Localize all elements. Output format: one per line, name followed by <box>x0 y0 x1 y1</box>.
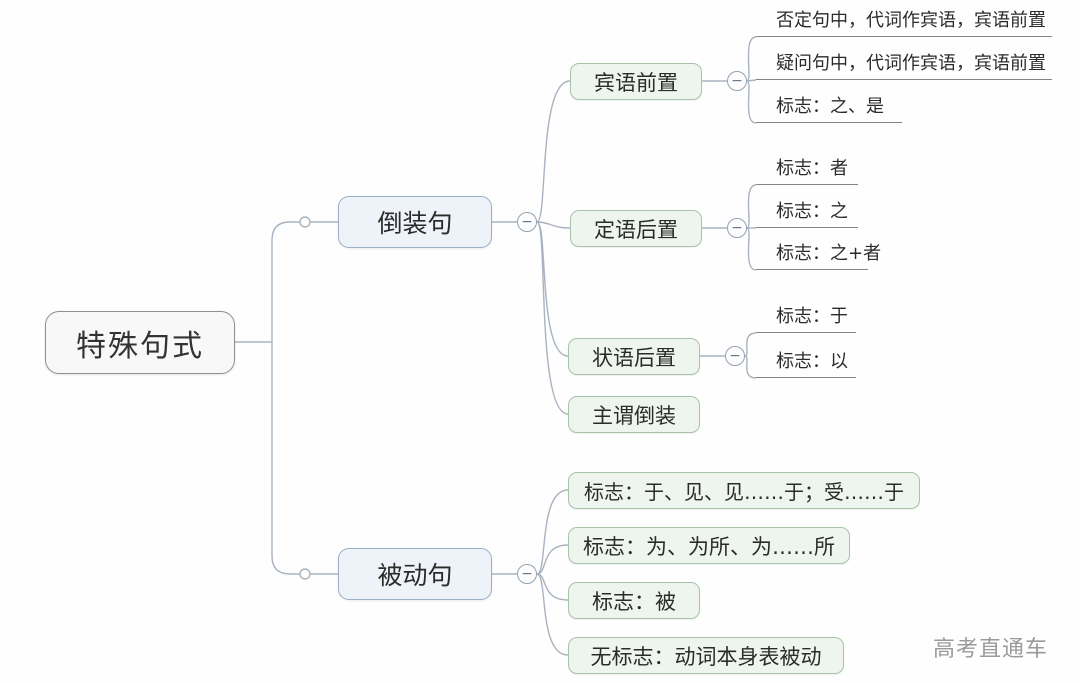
connector-path <box>536 221 569 415</box>
topic-adverbial-postposition[interactable]: 状语后置 <box>568 338 700 375</box>
leaf-attr-marker-zhi-zhe[interactable]: 标志：之+者 <box>756 236 881 270</box>
leaf-attr-marker-zhi[interactable]: 标志：之 <box>756 194 858 228</box>
connector-path <box>744 355 757 379</box>
connector-dot-icon <box>299 568 311 580</box>
connector-path <box>536 573 569 656</box>
connector-path <box>746 36 757 82</box>
branch-passive-sentence[interactable]: 被动句 <box>338 548 492 600</box>
topic-attributive-postposition[interactable]: 定语后置 <box>570 210 702 247</box>
connector-path <box>746 184 757 229</box>
connector-dot-icon <box>299 216 311 228</box>
connector-path <box>536 544 569 575</box>
topic-passive-marker-bei[interactable]: 标志：被 <box>568 582 700 619</box>
connector-path <box>271 342 338 575</box>
topic-passive-no-marker[interactable]: 无标志：动词本身表被动 <box>568 637 844 674</box>
collapse-button-attributive[interactable]: − <box>727 218 747 238</box>
collapse-button-object-preposing[interactable]: − <box>727 71 747 91</box>
leaf-adv-marker-yu[interactable]: 标志：于 <box>756 299 856 333</box>
leaf-negative-sentence-rule[interactable]: 否定句中，代词作宾语，宾语前置 <box>756 3 1052 37</box>
connector-path <box>746 79 757 82</box>
topic-subject-predicate-inversion[interactable]: 主谓倒装 <box>568 396 700 433</box>
leaf-attr-marker-zhe[interactable]: 标志：者 <box>756 151 858 185</box>
topic-passive-marker-wei-suo[interactable]: 标志：为、为所、为……所 <box>568 527 850 564</box>
connector-path <box>744 332 757 357</box>
collapse-button-inverted[interactable]: − <box>517 212 537 232</box>
connector-path <box>536 489 569 575</box>
root-node[interactable]: 特殊句式 <box>45 311 235 374</box>
connector-path <box>536 221 571 229</box>
connector-path <box>271 221 338 342</box>
branch-inverted-sentence[interactable]: 倒装句 <box>338 196 492 248</box>
leaf-object-preposing-markers[interactable]: 标志：之、是 <box>756 89 902 123</box>
leaf-adv-marker-yi[interactable]: 标志：以 <box>756 344 856 378</box>
connector-path <box>746 227 757 271</box>
collapse-button-passive[interactable]: − <box>517 564 537 584</box>
topic-object-preposing[interactable]: 宾语前置 <box>570 63 702 100</box>
leaf-question-sentence-rule[interactable]: 疑问句中，代词作宾语，宾语前置 <box>756 46 1052 80</box>
topic-passive-marker-yu-jian-shou[interactable]: 标志：于、见、见……于；受……于 <box>568 472 920 509</box>
connector-path <box>536 80 571 223</box>
watermark: 高考直通车 <box>933 637 1049 662</box>
collapse-button-adverbial[interactable]: − <box>725 346 745 366</box>
connector-path <box>746 80 757 124</box>
